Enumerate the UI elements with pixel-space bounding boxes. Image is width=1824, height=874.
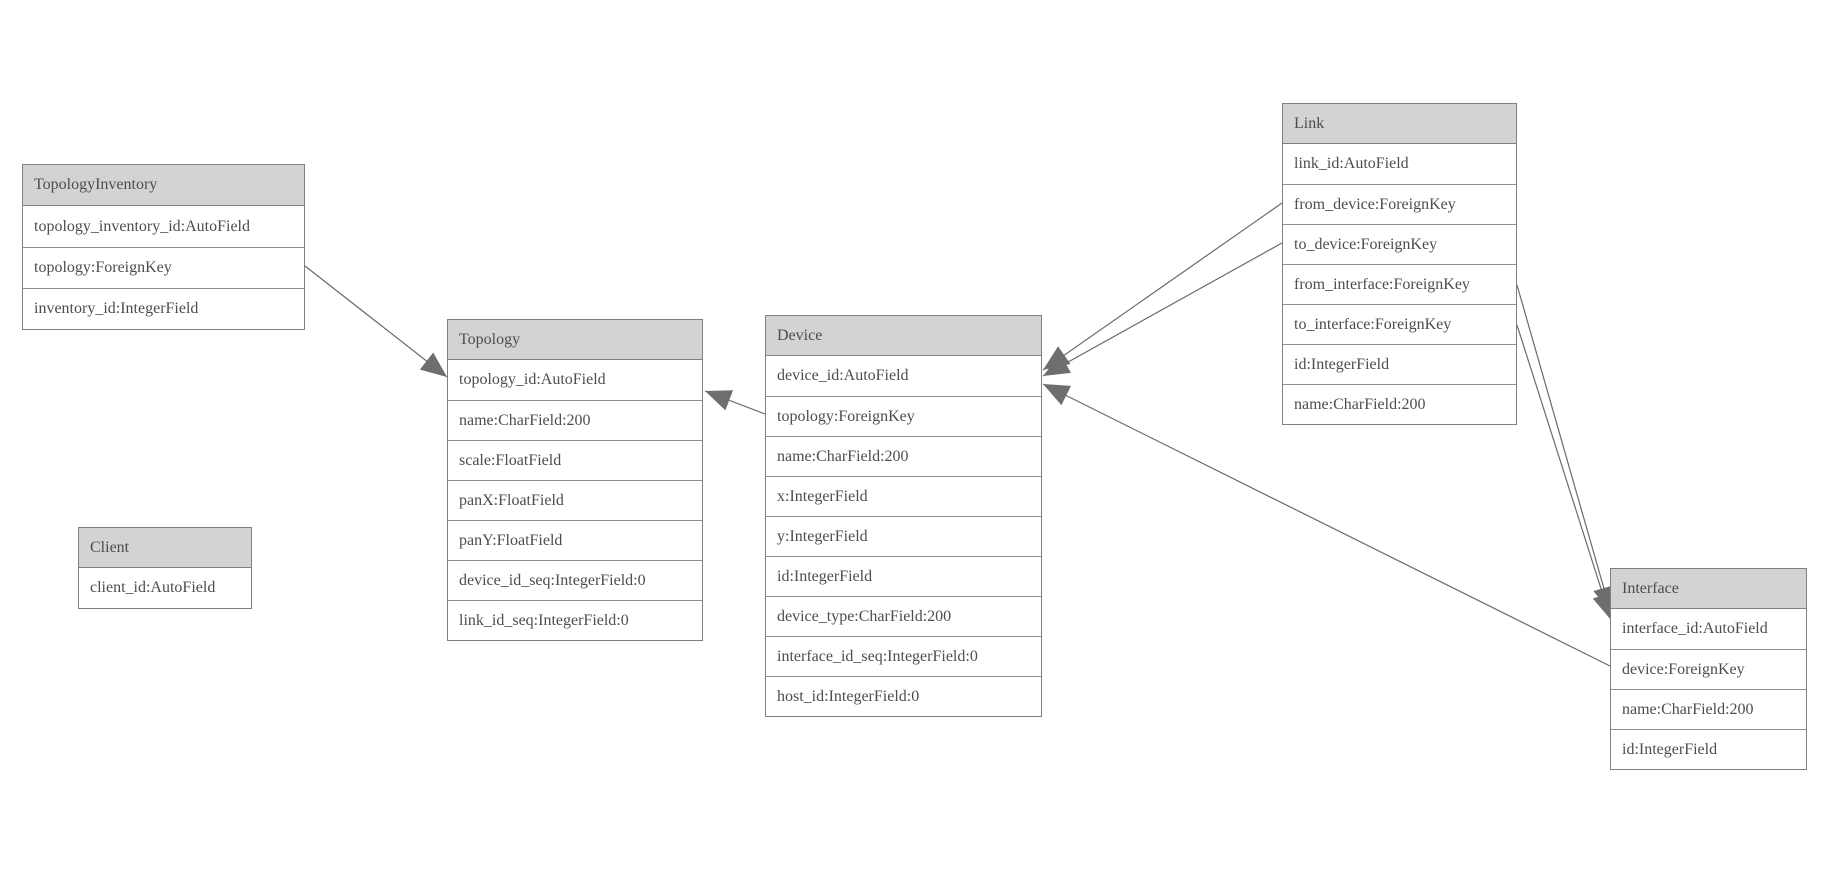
field-row: from_device:ForeignKey bbox=[1283, 184, 1516, 224]
table-link: Link link_id:AutoField from_device:Forei… bbox=[1282, 103, 1517, 425]
field-row: device_id_seq:IntegerField:0 bbox=[448, 560, 702, 600]
field-row: client_id:AutoField bbox=[90, 579, 216, 596]
table-topology: Topology topology_id:AutoField name:Char… bbox=[447, 319, 703, 641]
table-topologyinventory: TopologyInventory topology_inventory_id:… bbox=[22, 164, 305, 330]
relationship-line-link-to-device-to-device bbox=[1042, 242, 1283, 377]
table-header-device: Device bbox=[766, 316, 1041, 356]
field-row: panY:FloatField bbox=[448, 520, 702, 560]
field-row: topology_inventory_id:AutoField bbox=[34, 217, 250, 235]
relationship-line-link-to-interface-to-interface bbox=[1516, 324, 1614, 621]
relationship-line-device-to-topology bbox=[704, 390, 766, 415]
field-row: link_id_seq:IntegerField:0 bbox=[448, 600, 702, 640]
table-header-interface: Interface bbox=[1611, 569, 1806, 609]
field-row: interface_id:AutoField bbox=[1622, 620, 1768, 637]
field-row: topology_id:AutoField bbox=[459, 371, 606, 388]
field-row: y:IntegerField bbox=[766, 516, 1041, 556]
field-row: panX:FloatField bbox=[448, 480, 702, 520]
table-header-topologyinventory: TopologyInventory bbox=[23, 165, 304, 206]
field-row: host_id:IntegerField:0 bbox=[766, 676, 1041, 716]
field-row: id:IntegerField bbox=[766, 556, 1041, 596]
field-row: name:CharField:200 bbox=[1611, 689, 1806, 729]
table-header-link: Link bbox=[1283, 104, 1516, 144]
field-row: to_device:ForeignKey bbox=[1283, 224, 1516, 264]
field-row: name:CharField:200 bbox=[1283, 384, 1516, 424]
field-row: interface_id_seq:IntegerField:0 bbox=[766, 636, 1041, 676]
field-row: device:ForeignKey bbox=[1611, 649, 1806, 689]
field-row: device_id:AutoField bbox=[777, 367, 909, 384]
field-row: to_interface:ForeignKey bbox=[1283, 304, 1516, 344]
field-row: name:CharField:200 bbox=[448, 400, 702, 440]
field-row: topology:ForeignKey bbox=[23, 247, 304, 288]
table-device: Device device_id:AutoField topology:Fore… bbox=[765, 315, 1042, 717]
relationship-line-link-from-interface-to-interface bbox=[1516, 284, 1615, 614]
field-row: scale:FloatField bbox=[448, 440, 702, 480]
table-header-client: Client bbox=[79, 528, 251, 568]
field-row: topology:ForeignKey bbox=[766, 396, 1041, 436]
relationship-line-topologyinventory-to-topology bbox=[304, 265, 448, 378]
field-row: x:IntegerField bbox=[766, 476, 1041, 516]
field-row: inventory_id:IntegerField bbox=[23, 288, 304, 329]
field-row: name:CharField:200 bbox=[766, 436, 1041, 476]
table-interface: Interface interface_id:AutoField device:… bbox=[1610, 568, 1807, 770]
field-row: link_id:AutoField bbox=[1294, 155, 1409, 172]
table-client: Client client_id:AutoField bbox=[78, 527, 252, 609]
relationship-line-link-from-device-to-device bbox=[1042, 202, 1283, 371]
field-row: id:IntegerField bbox=[1283, 344, 1516, 384]
field-row: id:IntegerField bbox=[1611, 729, 1806, 769]
relationship-line-interface-device-to-device bbox=[1042, 383, 1611, 667]
field-row: device_type:CharField:200 bbox=[766, 596, 1041, 636]
field-row: from_interface:ForeignKey bbox=[1283, 264, 1516, 304]
table-header-topology: Topology bbox=[448, 320, 702, 360]
